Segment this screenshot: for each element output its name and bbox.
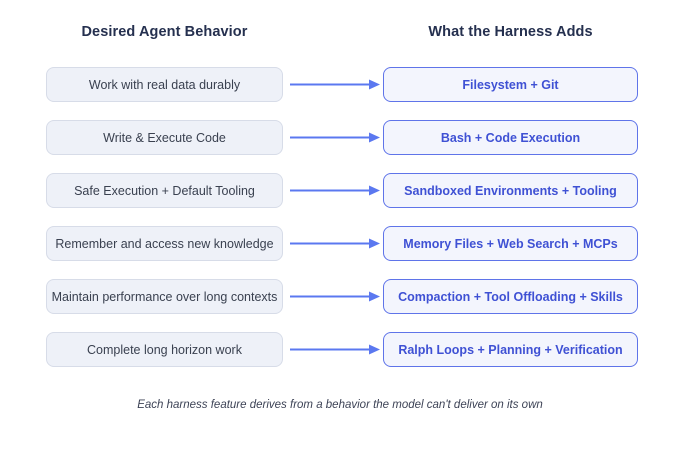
diagram-row: Work with real data durably Filesystem +…: [0, 67, 680, 102]
diagram-row: Safe Execution + Default Tooling Sandbox…: [0, 173, 680, 208]
footer-caption: Each harness feature derives from a beha…: [137, 399, 543, 411]
harness-box: Sandboxed Environments + Tooling: [383, 173, 638, 208]
harness-box: Filesystem + Git: [383, 67, 638, 102]
diagram-row: Write & Execute Code Bash + Code Executi…: [0, 120, 680, 155]
behavior-box: Work with real data durably: [46, 67, 283, 102]
harness-box: Ralph Loops + Planning + Verification: [383, 332, 638, 367]
harness-box: Memory Files + Web Search + MCPs: [383, 226, 638, 261]
behavior-box: Maintain performance over long contexts: [46, 279, 283, 314]
arrow-right-icon: [290, 79, 380, 90]
behavior-box: Write & Execute Code: [46, 120, 283, 155]
arrow-right-icon: [290, 344, 380, 355]
diagram-row: Remember and access new knowledge Memory…: [0, 226, 680, 261]
right-column-header: What the Harness Adds: [428, 24, 593, 40]
behavior-box: Remember and access new knowledge: [46, 226, 283, 261]
harness-box: Bash + Code Execution: [383, 120, 638, 155]
arrow-right-icon: [290, 185, 380, 196]
diagram-row: Complete long horizon work Ralph Loops +…: [0, 332, 680, 367]
arrow-right-icon: [290, 238, 380, 249]
arrow-right-icon: [290, 132, 380, 143]
behavior-box: Complete long horizon work: [46, 332, 283, 367]
harness-box: Compaction + Tool Offloading + Skills: [383, 279, 638, 314]
left-column-header: Desired Agent Behavior: [81, 24, 248, 40]
arrow-right-icon: [290, 291, 380, 302]
behavior-box: Safe Execution + Default Tooling: [46, 173, 283, 208]
diagram-row: Maintain performance over long contexts …: [0, 279, 680, 314]
